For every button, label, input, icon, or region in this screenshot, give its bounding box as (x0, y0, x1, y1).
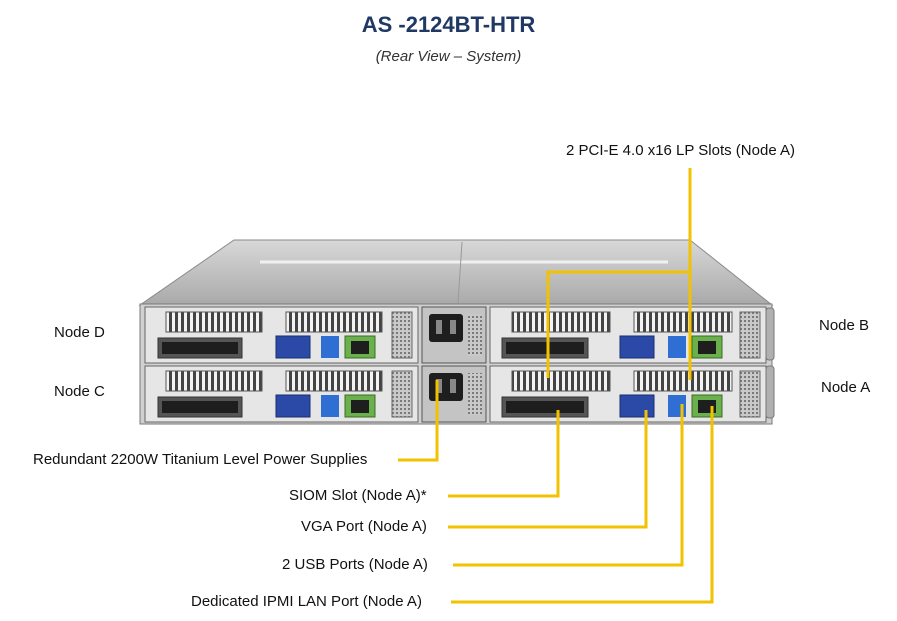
label-vga-port: VGA Port (Node A) (301, 518, 427, 535)
power-supply-bottom (421, 365, 487, 423)
label-usb-ports: 2 USB Ports (Node A) (282, 556, 428, 573)
callout-ipmi (451, 406, 714, 604)
label-siom-slot: SIOM Slot (Node A)* (289, 487, 427, 504)
node-a-bay (489, 365, 767, 423)
power-supply-top (421, 306, 487, 364)
node-c-bay (144, 365, 419, 423)
callout-psu (398, 380, 439, 462)
label-ipmi-lan-port: Dedicated IPMI LAN Port (Node A) (191, 593, 422, 610)
node-b-bay (489, 306, 767, 364)
label-node-d: Node D (54, 324, 105, 341)
diagram-subtitle: (Rear View – System) (375, 48, 522, 65)
label-pcie-slots: 2 PCI-E 4.0 x16 LP Slots (Node A) (566, 142, 796, 159)
callout-vga (448, 410, 648, 529)
node-d-bay (144, 306, 419, 364)
diagram-title: AS -2124BT-HTR (361, 12, 536, 37)
callout-siom (448, 410, 560, 498)
callout-usb (453, 404, 684, 567)
label-node-a: Node A (821, 379, 871, 396)
label-power-supplies: Redundant 2200W Titanium Level Power Sup… (33, 451, 368, 468)
label-node-b: Node B (819, 317, 870, 334)
label-node-c: Node C (54, 383, 105, 400)
callout-lines (398, 168, 714, 604)
